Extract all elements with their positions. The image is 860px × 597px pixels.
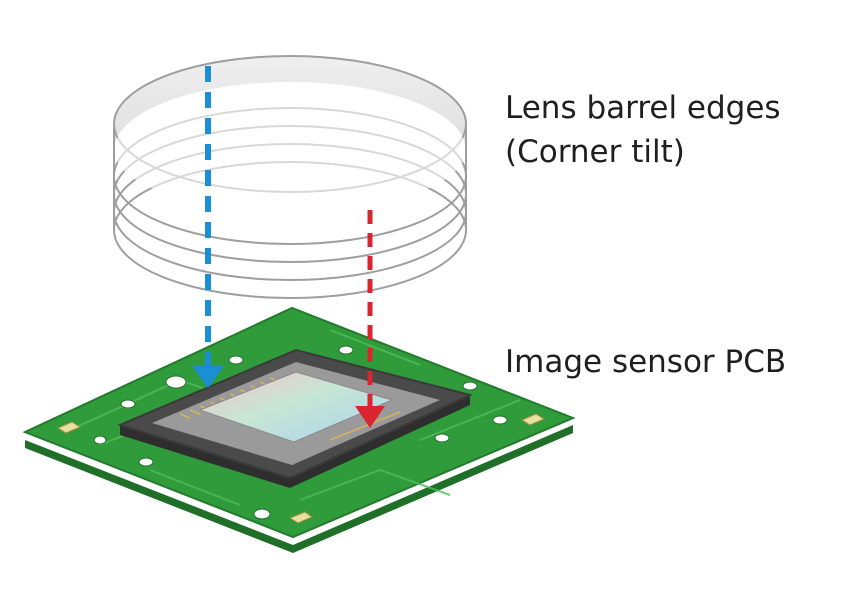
blue-tilt-arrow: [192, 66, 224, 388]
lens-barrel-icon: [113, 55, 467, 299]
red-tilt-arrow: [355, 210, 385, 428]
corner-tilt-label: (Corner tilt): [505, 134, 685, 170]
image-sensor-pcb-label: Image sensor PCB: [505, 344, 787, 380]
image-sensor-icon: [117, 348, 473, 488]
lens-barrel-label: Lens barrel edges: [505, 90, 781, 126]
